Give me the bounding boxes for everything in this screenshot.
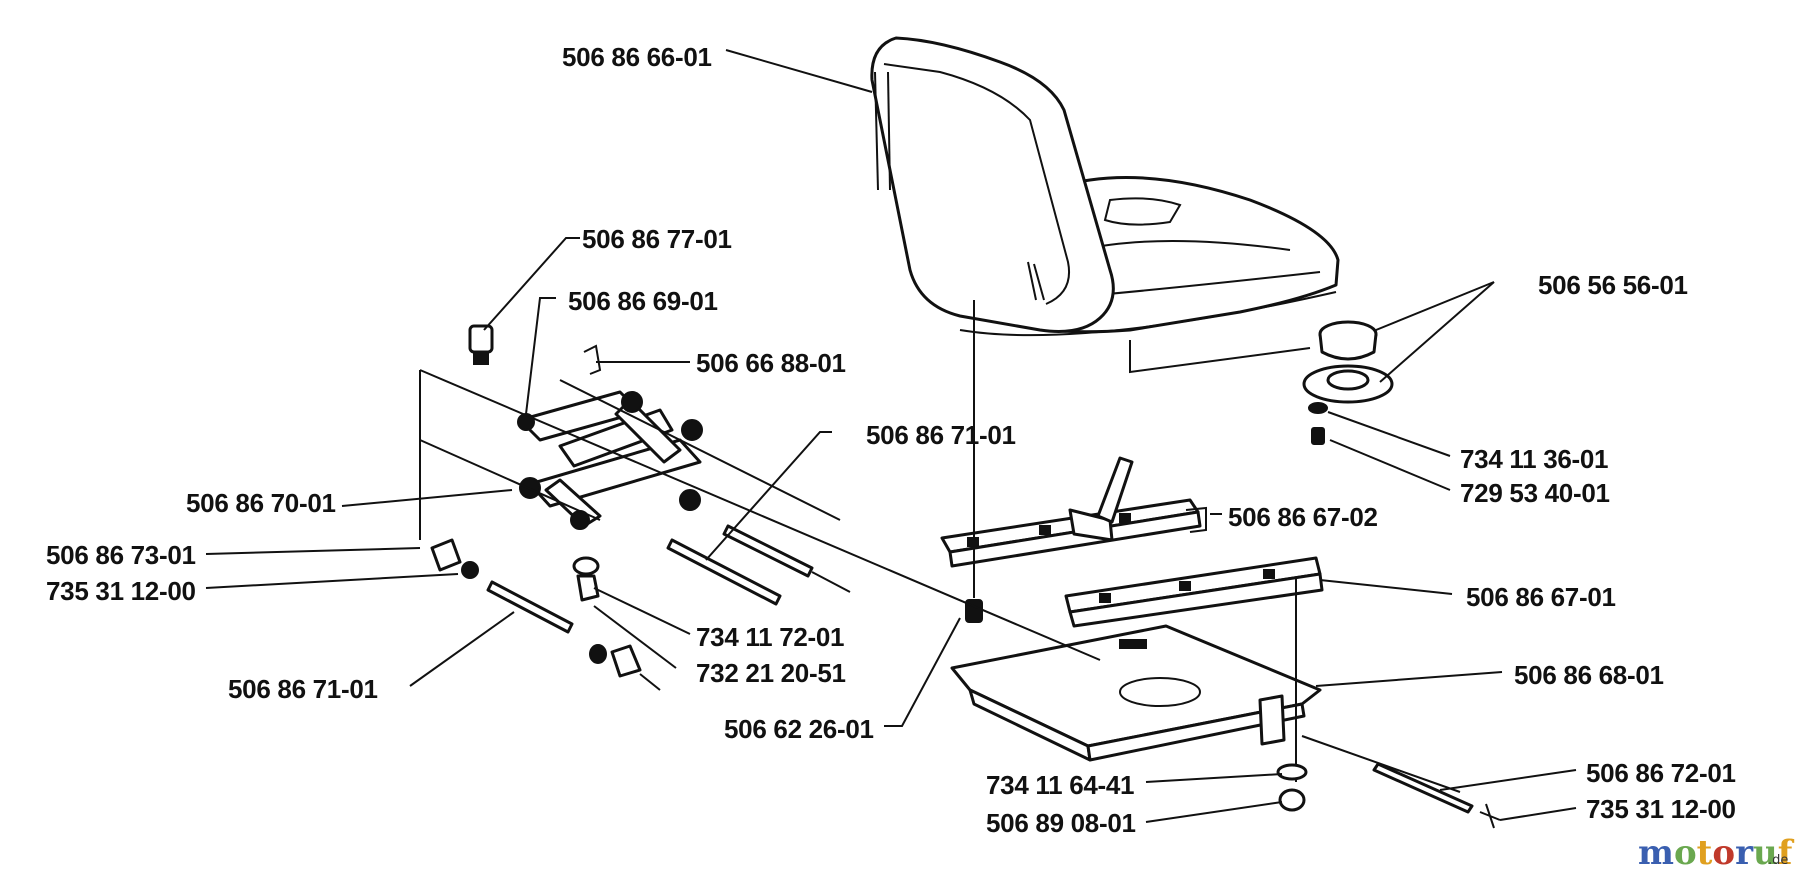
callout-rail-adjust: 506 86 67-02 — [1228, 502, 1378, 532]
callout-rail-fixed: 506 86 67-01 — [1466, 582, 1616, 612]
callout-roller-left: 506 86 73-01 — [46, 540, 196, 570]
callout-bracket-frame: 506 86 69-01 — [568, 286, 718, 316]
callout-pin-right: 735 31 12-00 — [1586, 794, 1736, 824]
logo-tld: .de — [1768, 853, 1788, 868]
callout-base-plate: 506 86 68-01 — [1514, 660, 1664, 690]
callout-shaft-lower: 506 86 71-01 — [228, 674, 378, 704]
part-number-labels: 506 86 66-01 506 86 77-01 506 86 69-01 5… — [46, 42, 1736, 838]
callout-nut-bottom: 506 89 08-01 — [986, 808, 1136, 838]
callout-shaft-upper: 506 86 71-01 — [866, 420, 1016, 450]
callout-washer-bottom: 734 11 64-41 — [986, 770, 1134, 800]
leader-lines — [205, 49, 1577, 823]
frame-bracket — [419, 324, 1101, 691]
callout-rubber-knob: 506 56 56-01 — [1538, 270, 1688, 300]
callout-pin-left: 735 31 12-00 — [46, 576, 196, 606]
callout-shaft-right: 506 86 72-01 — [1586, 758, 1736, 788]
seat — [870, 36, 1340, 374]
callout-seat: 506 86 66-01 — [562, 42, 712, 72]
watermark-logo: motoruf .de — [1638, 833, 1795, 873]
callout-seat-switch: 506 86 77-01 — [582, 224, 732, 254]
svg-text:motoruf: motoruf — [1638, 833, 1795, 873]
rubber-knob-assembly — [1302, 320, 1394, 445]
callout-screw-knob: 729 53 40-01 — [1460, 478, 1610, 508]
callout-washer-knob: 734 11 36-01 — [1460, 444, 1608, 474]
callout-bolt-plate: 506 62 26-01 — [724, 714, 874, 744]
seat-rails — [940, 300, 1324, 628]
callout-clip-top: 506 66 88-01 — [696, 348, 846, 378]
callout-washer-mid: 734 11 72-01 — [696, 622, 844, 652]
base-plate — [950, 578, 1501, 829]
callout-bushing-frame: 506 86 70-01 — [186, 488, 336, 518]
logo-letter: m — [1638, 833, 1674, 873]
callout-nut-mid: 732 21 20-51 — [696, 658, 846, 688]
